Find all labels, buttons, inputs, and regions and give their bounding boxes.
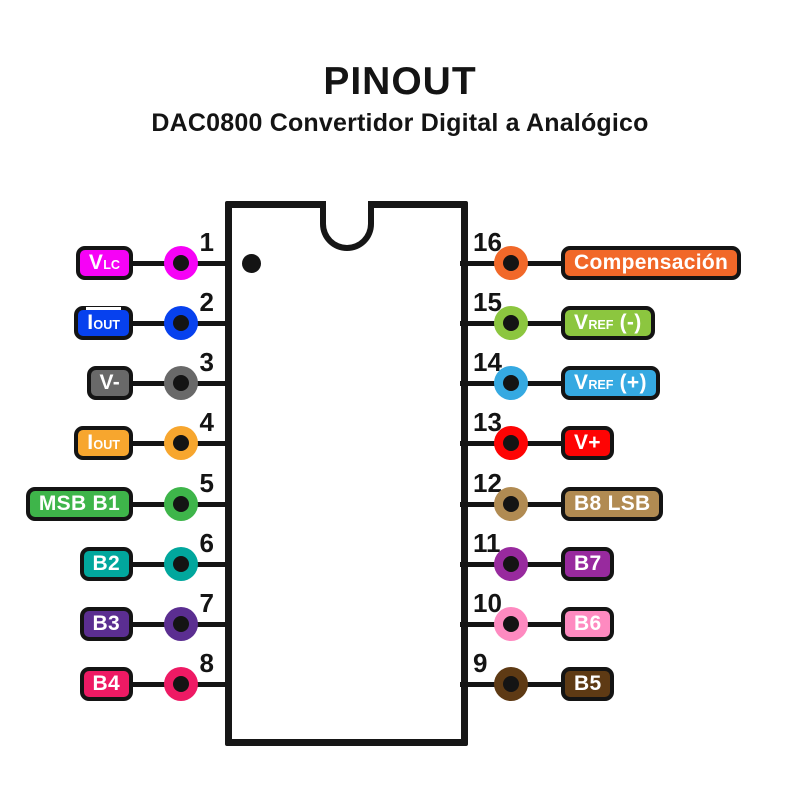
pin-label-text: MSB B1 (38, 492, 120, 515)
pin-pad (164, 306, 198, 340)
pin-pad-core (503, 616, 519, 632)
pin-label-text: IOUT (86, 307, 121, 334)
pin-pad-core (503, 375, 519, 391)
pin-number: 13 (473, 407, 502, 437)
pin-label: VREF (+) (561, 366, 660, 400)
pin-label: VREF (-) (561, 306, 655, 340)
page-subtitle: DAC0800 Convertidor Digital a Analógico (151, 109, 649, 137)
pin-pad-core (503, 255, 519, 271)
pin-pad-core (173, 676, 189, 692)
pin-pad-core (503, 315, 519, 331)
pin-label: V+ (561, 426, 614, 460)
pin-label-text: VLC (88, 251, 120, 274)
pin-label-text: V+ (574, 431, 601, 454)
pin-pad (494, 547, 528, 581)
pin-pad (164, 547, 198, 581)
pin-label: VLC (75, 246, 133, 280)
pin-number: 5 (199, 468, 214, 498)
pin-number: 3 (199, 347, 214, 377)
pin-label-text: V- (99, 371, 120, 394)
chip-body (225, 201, 468, 746)
pin1-indicator-dot (242, 254, 261, 273)
page-title: PINOUT (323, 60, 477, 103)
pin-label-text: VREF (-) (574, 311, 642, 334)
pin-pad-core (173, 616, 189, 632)
pin-pad (164, 607, 198, 641)
pin-number: 16 (473, 227, 502, 257)
pin-pad (494, 667, 528, 701)
pin-pad-core (503, 435, 519, 451)
pin-label: B8 LSB (561, 487, 664, 521)
pin-pad-core (503, 496, 519, 512)
pin-label-text: B8 LSB (574, 492, 651, 515)
pin-number: 2 (199, 287, 214, 317)
pin-number: 11 (473, 528, 501, 558)
pin-label-text: B4 (92, 672, 120, 695)
pin-pad (494, 607, 528, 641)
pin-label: IOUT (74, 306, 133, 340)
pin-number: 7 (199, 588, 214, 618)
pin-label: B2 (79, 547, 133, 581)
pin-pad-core (173, 435, 189, 451)
pin-number: 9 (473, 648, 488, 678)
pin-pad (164, 667, 198, 701)
pin-label: B4 (79, 667, 133, 701)
pin-label: B5 (561, 667, 615, 701)
pin-pad (164, 246, 198, 280)
pin-pad (164, 366, 198, 400)
pin-number: 15 (473, 287, 502, 317)
pin-pad-core (173, 375, 189, 391)
pin-pad (494, 426, 528, 460)
pin-label: MSB B1 (25, 487, 133, 521)
pin-label: Compensación (561, 246, 742, 280)
pin-pad-core (173, 556, 189, 572)
pin-pad (494, 487, 528, 521)
pin-label: IOUT (74, 426, 133, 460)
pin-number: 14 (473, 347, 502, 377)
pin-pad-core (173, 315, 189, 331)
pin-label: B6 (561, 607, 615, 641)
pin-number: 8 (199, 648, 214, 678)
pin-label-text: B2 (92, 552, 120, 575)
pin-pad-core (173, 496, 189, 512)
pin-label-text: B3 (92, 612, 120, 635)
chip-notch-icon (319, 201, 374, 251)
pin-number: 1 (199, 227, 214, 257)
pin-pad (494, 246, 528, 280)
pin-label-text: B6 (574, 612, 602, 635)
pin-number: 6 (199, 528, 214, 558)
pin-number: 10 (473, 588, 502, 618)
pin-pad (164, 426, 198, 460)
pin-label-text: B5 (574, 672, 602, 695)
pin-label: V- (86, 366, 133, 400)
pin-number: 4 (199, 407, 214, 437)
pin-label-text: Compensación (574, 251, 729, 274)
pin-pad (164, 487, 198, 521)
pin-label-text: B7 (574, 552, 602, 575)
pin-label: B3 (79, 607, 133, 641)
pin-label-text: IOUT (87, 431, 120, 454)
pin-pad (494, 366, 528, 400)
pin-pad-core (173, 255, 189, 271)
pin-pad-core (503, 556, 519, 572)
pin-number: 12 (473, 468, 502, 498)
pin-pad (494, 306, 528, 340)
pin-label: B7 (561, 547, 615, 581)
pin-label-text: VREF (+) (574, 371, 647, 394)
pin-pad-core (503, 676, 519, 692)
